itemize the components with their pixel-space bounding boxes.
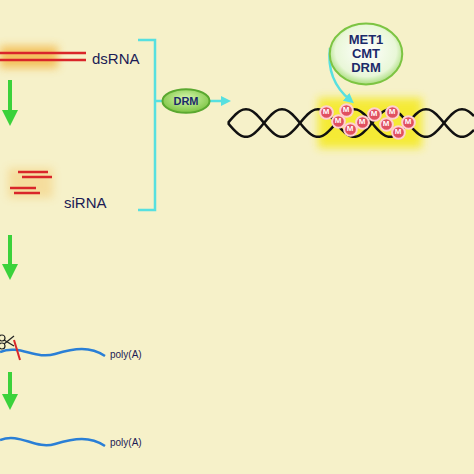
mrna [0, 438, 105, 446]
methyl-letter: M [344, 125, 357, 134]
molecule-label: siRNA [64, 194, 107, 211]
methyl-letter: M [386, 108, 399, 117]
molecule-label: dsRNA [92, 50, 140, 67]
methyl-mark: M [386, 106, 399, 119]
enzyme-ellipse: MET1 CMT DRM [329, 23, 403, 85]
methyl-letter: M [320, 108, 333, 117]
mrna [0, 349, 105, 356]
bracket [138, 40, 155, 210]
methyl-letter: M [356, 118, 369, 127]
tail-label: poly(A) [110, 437, 142, 448]
process-arrow [8, 372, 12, 402]
process-arrow [8, 80, 12, 118]
methyl-mark: M [356, 116, 369, 129]
glow [0, 46, 58, 68]
methyl-letter: M [392, 128, 405, 137]
process-arrow [8, 235, 12, 272]
sirna-fragments [8, 168, 53, 198]
rna-strand [0, 52, 86, 55]
cleavage-mark [14, 340, 20, 360]
node-text: MET1 CMT DRM [345, 33, 387, 76]
methyl-mark: M [340, 104, 353, 117]
methyl-mark: M [320, 106, 333, 119]
node-text: DRM [164, 95, 208, 107]
tail-label: poly(A) [110, 349, 142, 360]
methyl-letter: M [332, 117, 345, 126]
methyl-mark: M [380, 118, 393, 131]
scissors-symbol [0, 335, 14, 349]
methyl-letter: M [380, 120, 393, 129]
methyl-letter: M [402, 118, 415, 127]
rna-strand [0, 59, 86, 62]
methyl-mark: M [344, 123, 357, 136]
methyl-letter: M [340, 106, 353, 115]
highlight [318, 98, 422, 148]
methyl-mark: M [402, 116, 415, 129]
enzyme-oval: DRM [162, 89, 210, 113]
methyl-letter: M [368, 110, 381, 119]
methyl-mark: M [368, 108, 381, 121]
